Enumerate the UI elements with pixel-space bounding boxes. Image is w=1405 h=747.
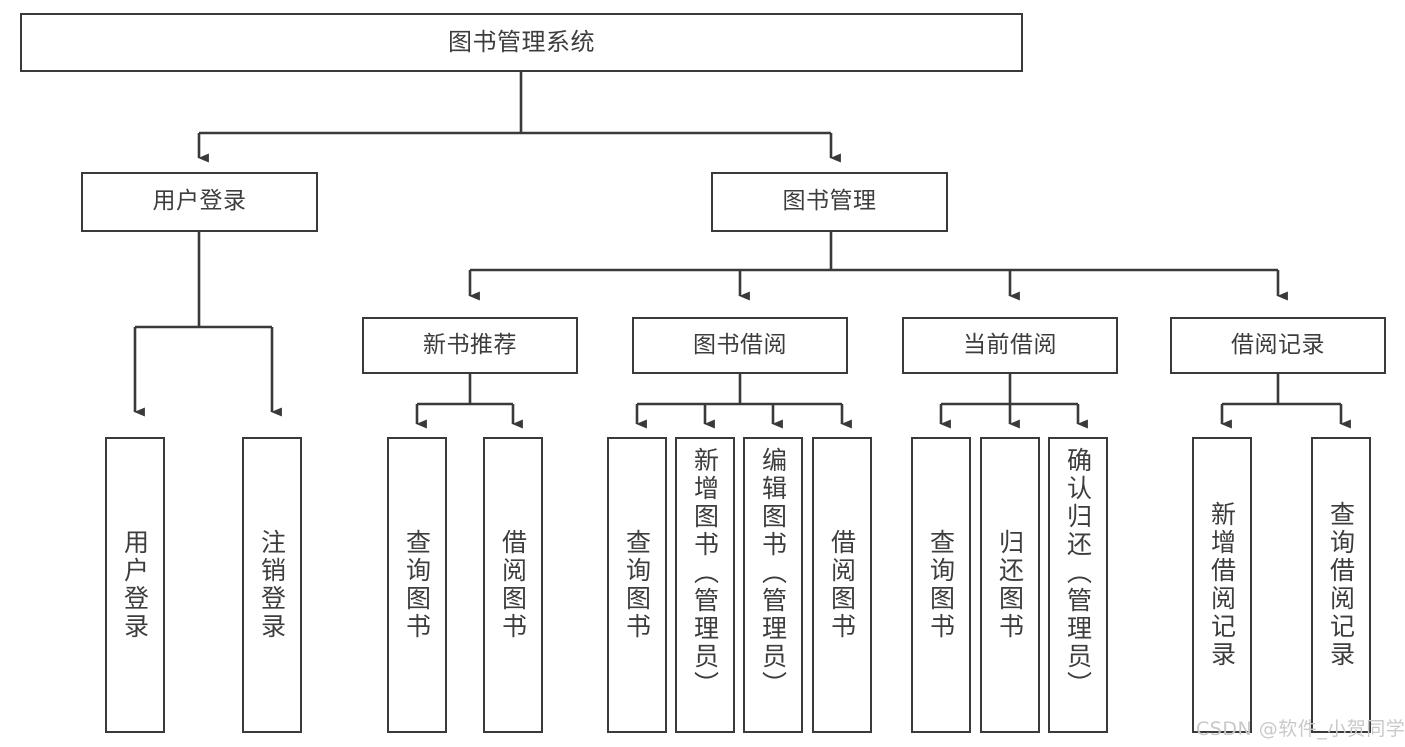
leaf-logout[interactable]: 注销登录 <box>242 437 302 733</box>
leaf-add-book-admin[interactable]: 新增图书（管理员） <box>675 437 735 733</box>
node-label: 借阅图书 <box>827 529 857 641</box>
csdn-watermark: CSDN @软件_小贺同学 <box>1196 718 1405 740</box>
leaf-query-books-current[interactable]: 查询图书 <box>911 437 971 733</box>
leaf-edit-book-admin[interactable]: 编辑图书（管理员） <box>743 437 803 733</box>
node-book-management[interactable]: 图书管理 <box>711 172 948 232</box>
node-label: 图书管理 <box>782 188 877 215</box>
leaf-query-borrow-record[interactable]: 查询借阅记录 <box>1311 437 1371 733</box>
node-label: 查询借阅记录 <box>1326 501 1356 669</box>
node-book-borrowing[interactable]: 图书借阅 <box>632 317 848 374</box>
node-label: 归还图书 <box>995 529 1025 641</box>
node-label: 查询图书 <box>622 529 652 641</box>
node-label: 借阅图书 <box>498 529 528 641</box>
node-label: 新增借阅记录 <box>1207 501 1237 669</box>
node-current-borrowing[interactable]: 当前借阅 <box>902 317 1118 374</box>
node-label: 当前借阅 <box>963 331 1057 358</box>
node-user-login[interactable]: 用户登录 <box>81 172 318 232</box>
node-label: 用户登录 <box>152 188 247 215</box>
node-label: 用户登录 <box>120 529 150 641</box>
node-label: 注销登录 <box>257 529 287 641</box>
node-label: 查询图书 <box>926 529 956 641</box>
leaf-return-books[interactable]: 归还图书 <box>980 437 1040 733</box>
node-label: 新增图书（管理员） <box>690 447 720 699</box>
leaf-confirm-return-admin[interactable]: 确认归还（管理员） <box>1048 437 1108 733</box>
leaf-query-books-recommendation[interactable]: 查询图书 <box>387 437 447 733</box>
leaf-user-login[interactable]: 用户登录 <box>105 437 165 733</box>
leaf-borrow-books-borrowing[interactable]: 借阅图书 <box>812 437 872 733</box>
node-label: 查询图书 <box>402 529 432 641</box>
node-label: 图书借阅 <box>693 331 787 358</box>
node-new-book-recommendation[interactable]: 新书推荐 <box>362 317 578 374</box>
leaf-add-borrow-record[interactable]: 新增借阅记录 <box>1192 437 1252 733</box>
leaf-borrow-books-recommendation[interactable]: 借阅图书 <box>483 437 543 733</box>
node-borrowing-records[interactable]: 借阅记录 <box>1170 317 1386 374</box>
node-label: 新书推荐 <box>423 331 517 358</box>
node-label: 借阅记录 <box>1231 331 1325 358</box>
node-label: 确认归还（管理员） <box>1063 447 1093 699</box>
node-label: 编辑图书（管理员） <box>758 447 788 699</box>
node-label: 图书管理系统 <box>448 28 595 57</box>
node-root-book-management-system[interactable]: 图书管理系统 <box>20 13 1023 72</box>
leaf-query-books-borrowing[interactable]: 查询图书 <box>607 437 667 733</box>
